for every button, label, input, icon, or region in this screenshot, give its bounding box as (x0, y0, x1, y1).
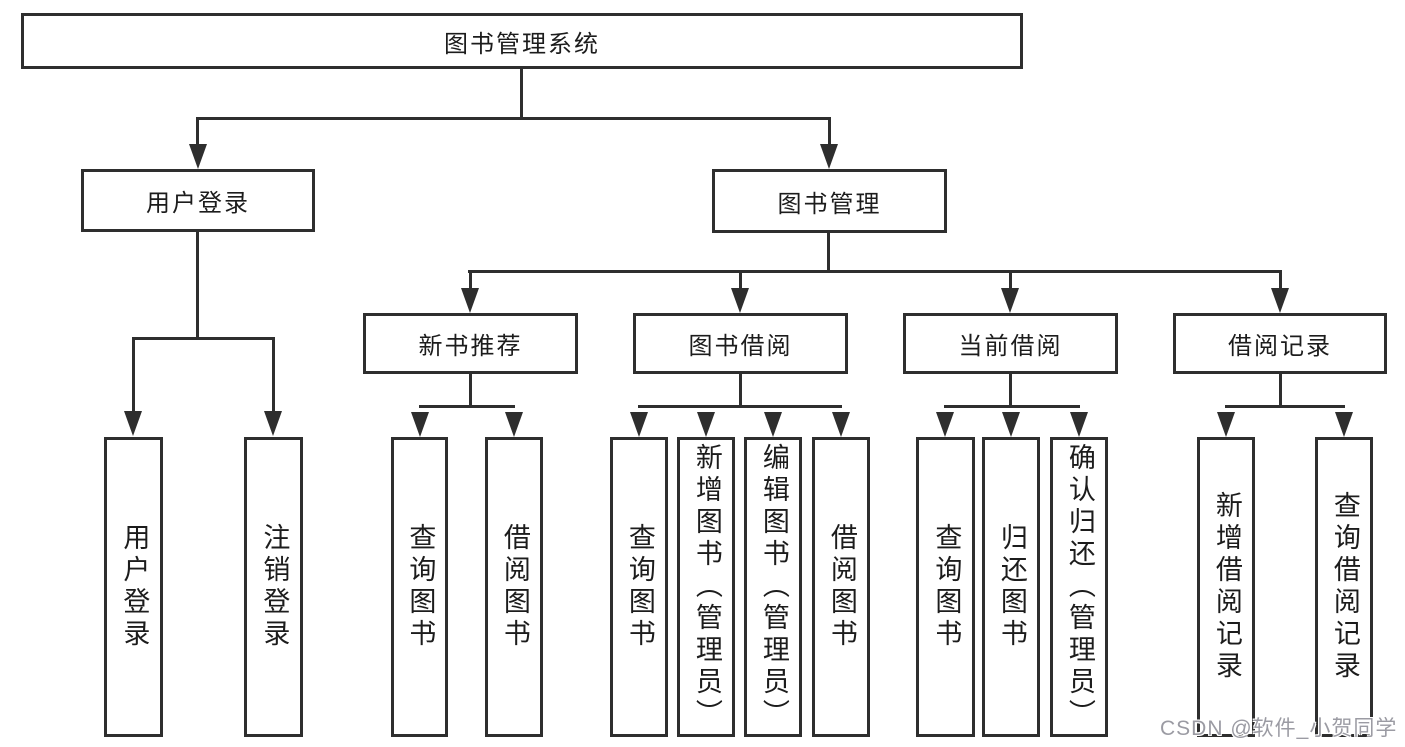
connector-line (196, 232, 199, 339)
leaf-borrow-books-recommend: 借阅图书 (485, 437, 543, 737)
leaf-query-books-current: 查询图书 (916, 437, 975, 737)
node-root: 图书管理系统 (21, 13, 1023, 69)
leaf-user-login: 用户登录 (104, 437, 163, 737)
node-label: 编辑图书（管理员） (758, 443, 789, 731)
arrow-down-icon (505, 412, 523, 437)
arrow-down-icon (764, 412, 782, 437)
leaf-query-borrow-record: 查询借阅记录 (1315, 437, 1373, 737)
arrow-down-icon (1002, 412, 1020, 437)
node-label: 查询图书 (931, 523, 962, 651)
connector-line (419, 405, 515, 408)
node-root-label: 图书管理系统 (444, 30, 600, 58)
node-label: 查询图书 (624, 523, 655, 651)
arrow-down-icon (189, 144, 207, 169)
leaf-add-borrow-record: 新增借阅记录 (1197, 437, 1255, 737)
node-user-login: 用户登录 (81, 169, 315, 232)
node-borrow-records: 借阅记录 (1173, 313, 1387, 374)
arrow-down-icon (1335, 412, 1353, 437)
leaf-return-book: 归还图书 (982, 437, 1040, 737)
arrow-down-icon (1217, 412, 1235, 437)
node-current-borrowing: 当前借阅 (903, 313, 1118, 374)
arrow-down-icon (411, 412, 429, 437)
arrow-down-icon (630, 412, 648, 437)
leaf-borrow-books-borrow: 借阅图书 (812, 437, 870, 737)
node-label: 图书借阅 (688, 333, 793, 360)
connector-line (638, 405, 842, 408)
connector-line (469, 374, 472, 408)
arrow-down-icon (1271, 288, 1289, 313)
connector-line (827, 233, 830, 272)
connector-line (196, 117, 199, 147)
connector-line (1009, 270, 1012, 292)
leaf-edit-book-admin: 编辑图书（管理员） (744, 437, 802, 737)
connector-line (132, 337, 275, 340)
arrow-down-icon (832, 412, 850, 437)
node-label: 当前借阅 (958, 333, 1063, 360)
arrow-down-icon (697, 412, 715, 437)
leaf-query-books-recommend: 查询图书 (391, 437, 448, 737)
node-label: 借阅记录 (1228, 333, 1332, 360)
connector-line (1009, 374, 1012, 408)
leaf-logout: 注销登录 (244, 437, 303, 737)
connector-line (944, 405, 1080, 408)
connector-line (272, 337, 275, 415)
leaf-add-book-admin: 新增图书（管理员） (677, 437, 735, 737)
node-new-book-recommend: 新书推荐 (363, 313, 578, 374)
node-label: 确认归还（管理员） (1064, 443, 1095, 731)
connector-line (1225, 405, 1345, 408)
node-label: 新增借阅记录 (1211, 491, 1242, 683)
connector-line (468, 270, 1282, 273)
arrow-down-icon (936, 412, 954, 437)
arrow-down-icon (1070, 412, 1088, 437)
leaf-confirm-return-admin: 确认归还（管理员） (1050, 437, 1108, 737)
node-label: 借阅图书 (826, 523, 857, 651)
connector-line (1279, 374, 1282, 408)
connector-line (469, 270, 472, 292)
connector-line (828, 117, 831, 147)
node-label: 归还图书 (996, 523, 1027, 651)
arrow-down-icon (264, 411, 282, 436)
csdn-watermark: CSDN @软件_小贺同学 (1160, 717, 1398, 740)
node-book-borrowing: 图书借阅 (633, 313, 848, 374)
node-label: 用户登录 (146, 190, 250, 217)
arrow-down-icon (731, 288, 749, 313)
connector-line (739, 374, 742, 408)
connector-line (739, 270, 742, 292)
connector-line (132, 337, 135, 415)
arrow-down-icon (1001, 288, 1019, 313)
node-label: 借阅图书 (499, 523, 530, 651)
connector-line (520, 69, 523, 119)
leaf-query-books-borrow: 查询图书 (610, 437, 668, 737)
node-label: 新书推荐 (418, 333, 523, 360)
arrow-down-icon (820, 144, 838, 169)
node-label: 用户登录 (119, 523, 150, 651)
node-label: 查询借阅记录 (1329, 491, 1360, 683)
node-label: 图书管理 (777, 190, 882, 218)
arrow-down-icon (461, 288, 479, 313)
node-book-management: 图书管理 (712, 169, 947, 233)
connector-line (196, 117, 831, 120)
connector-line (1279, 270, 1282, 292)
node-label: 新增图书（管理员） (691, 443, 722, 731)
arrow-down-icon (124, 411, 142, 436)
node-label: 注销登录 (259, 523, 290, 651)
node-label: 查询图书 (405, 523, 436, 651)
